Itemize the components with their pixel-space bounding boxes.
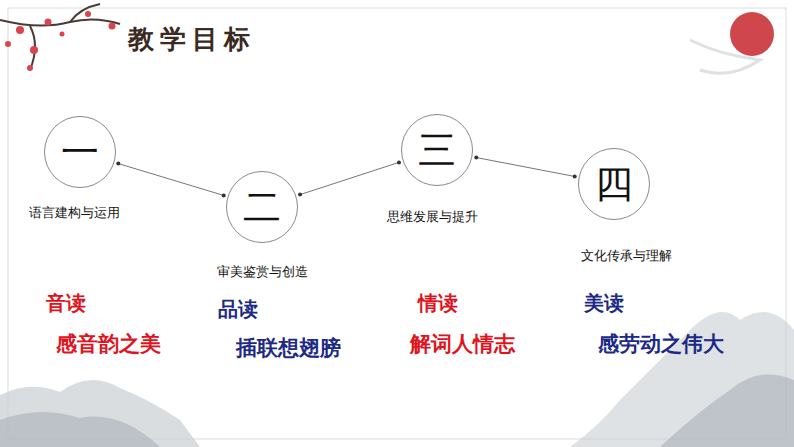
connector-dot: [397, 160, 401, 164]
red-sun: [730, 12, 774, 56]
slide-title: 教学目标: [128, 22, 256, 57]
goal-circle: 四文化传承与理解: [578, 148, 650, 220]
reading-goal: 解词人情志: [410, 330, 515, 358]
connector-dot: [298, 193, 302, 197]
goal-name: 审美鉴赏与创造: [217, 263, 308, 281]
reading-goal: 感劳动之伟大: [598, 330, 724, 358]
goal-name: 文化传承与理解: [581, 247, 672, 265]
connector-dot: [222, 193, 226, 197]
plum-blossoms: [5, 11, 116, 71]
reading-goal: 插联想翅膀: [236, 334, 341, 362]
goal-number: 二: [227, 172, 297, 242]
goal-circle: 一语言建构与运用: [44, 116, 116, 188]
reading-mode: 美读: [584, 290, 624, 317]
goal-number: 四: [579, 149, 649, 219]
goal-name: 语言建构与运用: [29, 204, 120, 222]
goal-number: 三: [402, 115, 472, 185]
plum-branch: [0, 4, 120, 70]
reading-mode: 音读: [46, 290, 86, 317]
goal-number: 一: [45, 117, 115, 187]
connector: [300, 162, 399, 194]
goal-name: 思维发展与提升: [387, 208, 478, 226]
connector-dot: [573, 174, 577, 178]
reading-mode: 品读: [218, 296, 258, 323]
reading-mode: 情读: [418, 290, 458, 317]
goal-circle: 二审美鉴赏与创造: [226, 171, 298, 243]
connector-dot: [474, 156, 478, 160]
reading-goal: 感音韵之美: [56, 330, 161, 358]
mountains: [0, 40, 794, 447]
connector-dot: [116, 162, 120, 166]
goal-circle: 三思维发展与提升: [401, 114, 473, 186]
connector: [476, 158, 574, 177]
connector: [118, 164, 223, 196]
